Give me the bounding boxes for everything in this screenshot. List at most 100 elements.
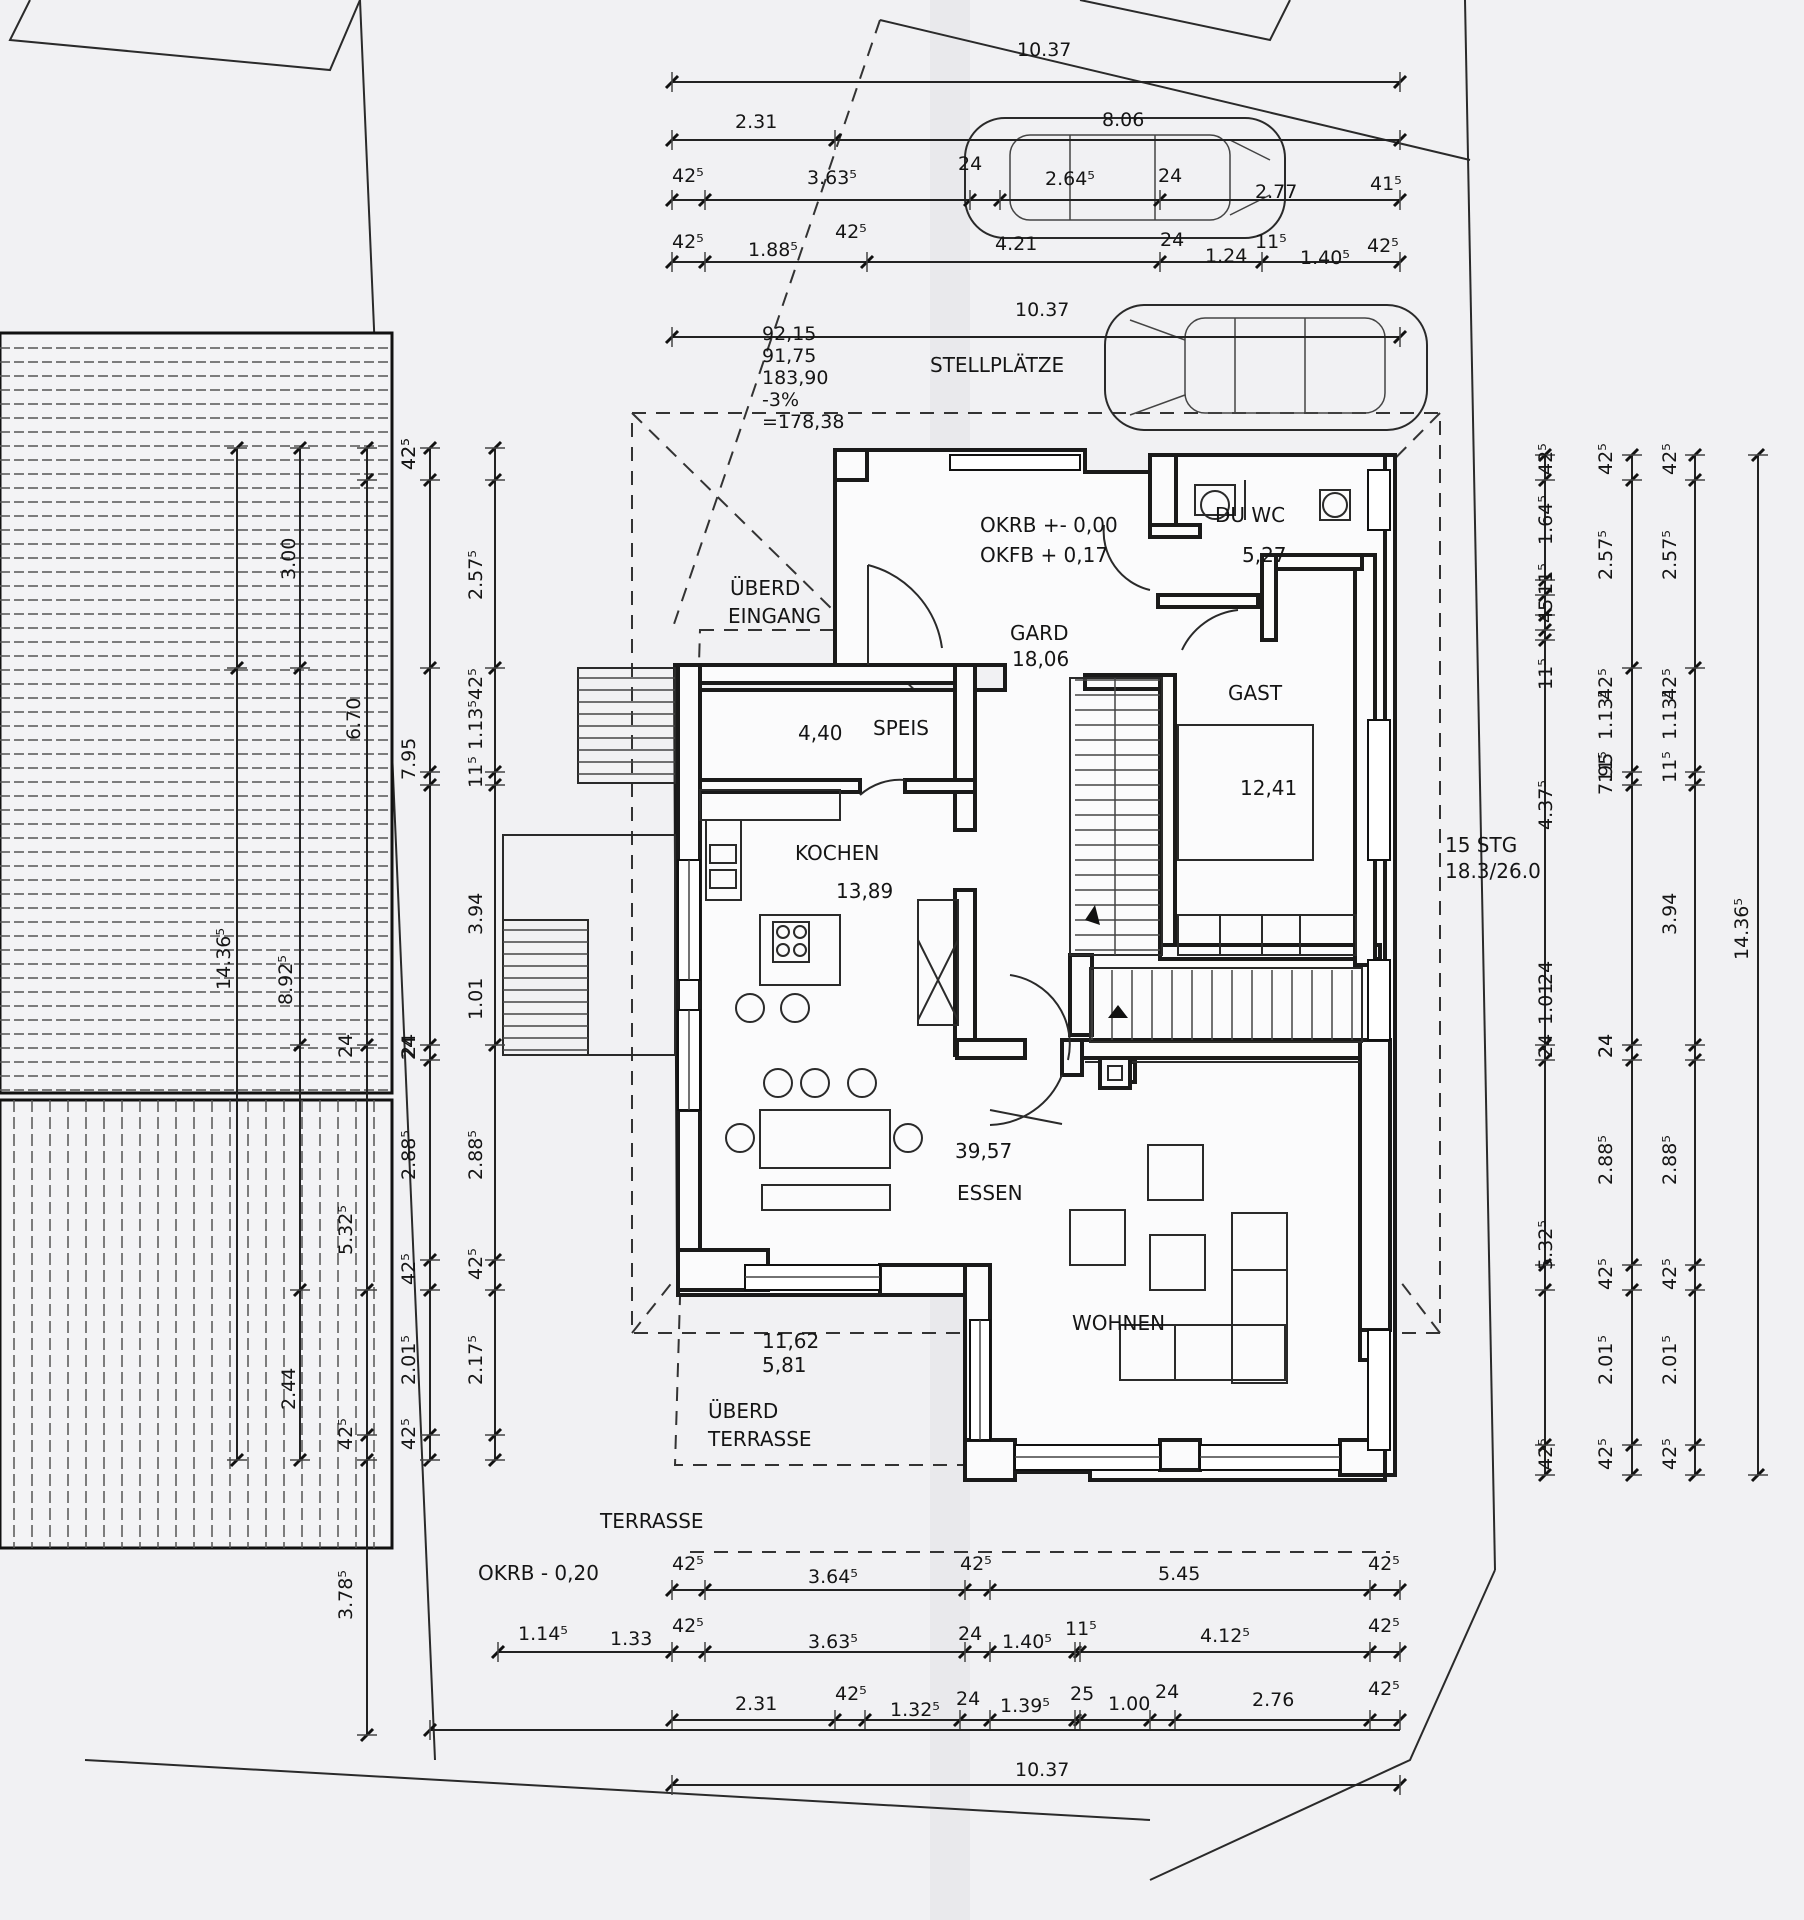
dim-right-c-4: 11⁵ [1659,751,1681,783]
sight-line-dashed [671,19,881,631]
dimension-lines [227,72,1768,1795]
dim-right-c-8: 42⁵ [1659,1258,1681,1290]
exterior-stairs [502,667,676,1056]
area-speis: 4,40 [798,721,843,745]
dim-bot-r1-2: 42⁵ [960,1553,992,1575]
dim-right-a-5: 4.37⁵ [1535,780,1557,830]
dim-top-overall: 10.37 [1017,39,1071,61]
dim-right-b-5: 7.95 [1595,753,1617,795]
dim-bot-r3-2: 1.32⁵ [890,1699,940,1721]
dim-top-r2-5: 2.77 [1255,181,1297,203]
dim-top-r3-7: 1.40⁵ [1300,247,1350,269]
neighbor-outline-top-left [8,0,361,72]
dim-right-b-2: 42⁵ [1595,668,1617,700]
label-terrasse: TERRASSE [599,1509,704,1533]
dim-right-a-10: 42⁵ [1535,1438,1557,1470]
area-du-wc: 5,27 [1242,543,1287,567]
dim-top-r2-0: 42⁵ [672,165,704,187]
dim-right-b-6: 24 [1595,1034,1617,1058]
dim-bot-overall: 10.37 [1015,1759,1069,1781]
dim-right-c-7: 2.88⁵ [1659,1135,1681,1185]
dim-left-b-1: 2.57⁵ [465,550,487,600]
dim-bot-r3-8: 2.76 [1252,1689,1294,1711]
dim-top-r2-6: 41⁵ [1370,173,1402,195]
dim-left-c-7: 5.32⁵ [335,1205,357,1255]
area-gast: 12,41 [1240,776,1297,800]
dim-bot-r2-4: 24 [958,1623,982,1645]
label-wohnen: WOHNEN [1072,1311,1165,1335]
dim-left-b-7: 1.01 [465,978,487,1020]
stair-frame-lower [1089,967,1363,1043]
dim-right-b-1: 2.57⁵ [1595,530,1617,580]
dim-left-c-4: 42⁵ [398,1253,420,1285]
dim-left-c-5: 2.01⁵ [398,1335,420,1385]
area-gard: 18,06 [1012,647,1069,671]
dim-top-r2-4: 24 [1158,165,1182,187]
dim-left-a-0: 3.00 [278,538,300,580]
car-top [964,117,1286,239]
neighbor-building [0,331,394,1550]
neighbor-outline-top-right [1079,0,1291,42]
dim-right-a-3: 45 [1535,599,1557,623]
property-line-bottom-right [1149,1569,1496,1881]
dim-left-c-0: 42⁵ [398,438,420,470]
guest-bed [1177,724,1357,956]
dim-top-r3-2: 42⁵ [835,221,867,243]
dim-top-r3-5: 1.24 [1205,245,1247,267]
label-du-wc: DU WC [1215,503,1285,527]
property-line-top [879,19,1471,161]
dim-left-a-1: 6.70 [343,698,365,740]
dim-right-c-10: 42⁵ [1659,1438,1681,1470]
dim-right-c-1: 2.57⁵ [1659,530,1681,580]
dim-right-a-6: 24 [1535,961,1557,985]
dim-top-r3-1: 1.88⁵ [748,239,798,261]
dim-bot-r2-1: 1.33 [610,1628,652,1650]
dim-left-b-8: 24 [398,1036,420,1060]
dim-right-a-4: 11⁵ [1535,658,1557,690]
dim-right-a-7: 1.01 [1535,983,1557,1025]
dim-left-b-10: 42⁵ [465,1248,487,1280]
dim-right-c-11: 14.36⁵ [1731,898,1753,960]
dim-right-a-0: 42⁵ [1535,443,1557,475]
area-terrasse-2: 5,81 [762,1353,807,1377]
dim-left-c-6: 42⁵ [335,1418,357,1450]
level-1: 92,15 [762,323,816,345]
car-bottom [1104,304,1428,431]
label-kochen: KOCHEN [795,841,879,865]
dim-right-a-9: 5.32⁵ [1535,1220,1557,1270]
label-gard: GARD [1010,621,1068,645]
dim-bot-r3-5: 25 [1070,1683,1094,1705]
dim-terrace-depth: 3.78⁵ [335,1570,357,1620]
dim-bot-r3-9: 42⁵ [1368,1678,1400,1700]
dim-right-b-0: 42⁵ [1595,443,1617,475]
dim-right-c-2: 42⁵ [1659,668,1681,700]
kitchen-fixtures [699,789,959,1026]
dim-right-b-8: 42⁵ [1595,1258,1617,1290]
dim-left-c-2: 24 [335,1034,357,1058]
property-line-left [359,0,436,1761]
dim-right-b-3: 1.13⁵ [1595,690,1617,740]
dim-bot-r2-0: 1.14⁵ [518,1623,568,1645]
exterior-walls [672,448,1397,1482]
dim-top-r2-3: 2.64⁵ [1045,168,1095,190]
dim-bot-r1-3: 5.45 [1158,1563,1200,1585]
dim-top-carport: 10.37 [1015,299,1069,321]
dining-table [725,1068,923,1211]
dim-bot-r1-1: 3.64⁵ [808,1566,858,1588]
dim-left-c-8: 2.44 [278,1368,300,1410]
stair-arrow [1108,1005,1128,1018]
label-ueberd-terrasse-2: TERRASSE [707,1427,812,1451]
dim-left-b-5: 3.94 [465,893,487,935]
dim-right-c-5: 3.94 [1659,893,1681,935]
level-5: =178,38 [762,411,844,433]
dim-right-b-10: 42⁵ [1595,1438,1617,1470]
dim-left-c-3: 2.88⁵ [398,1130,420,1180]
dim-top-r2-2: 24 [958,153,982,175]
level-3: 183,90 [762,367,828,389]
level-2: 91,75 [762,345,816,367]
property-line-right [1464,0,1496,1571]
dim-bot-r3-7: 24 [1155,1681,1179,1703]
dim-left-b-11: 2.17⁵ [465,1335,487,1385]
